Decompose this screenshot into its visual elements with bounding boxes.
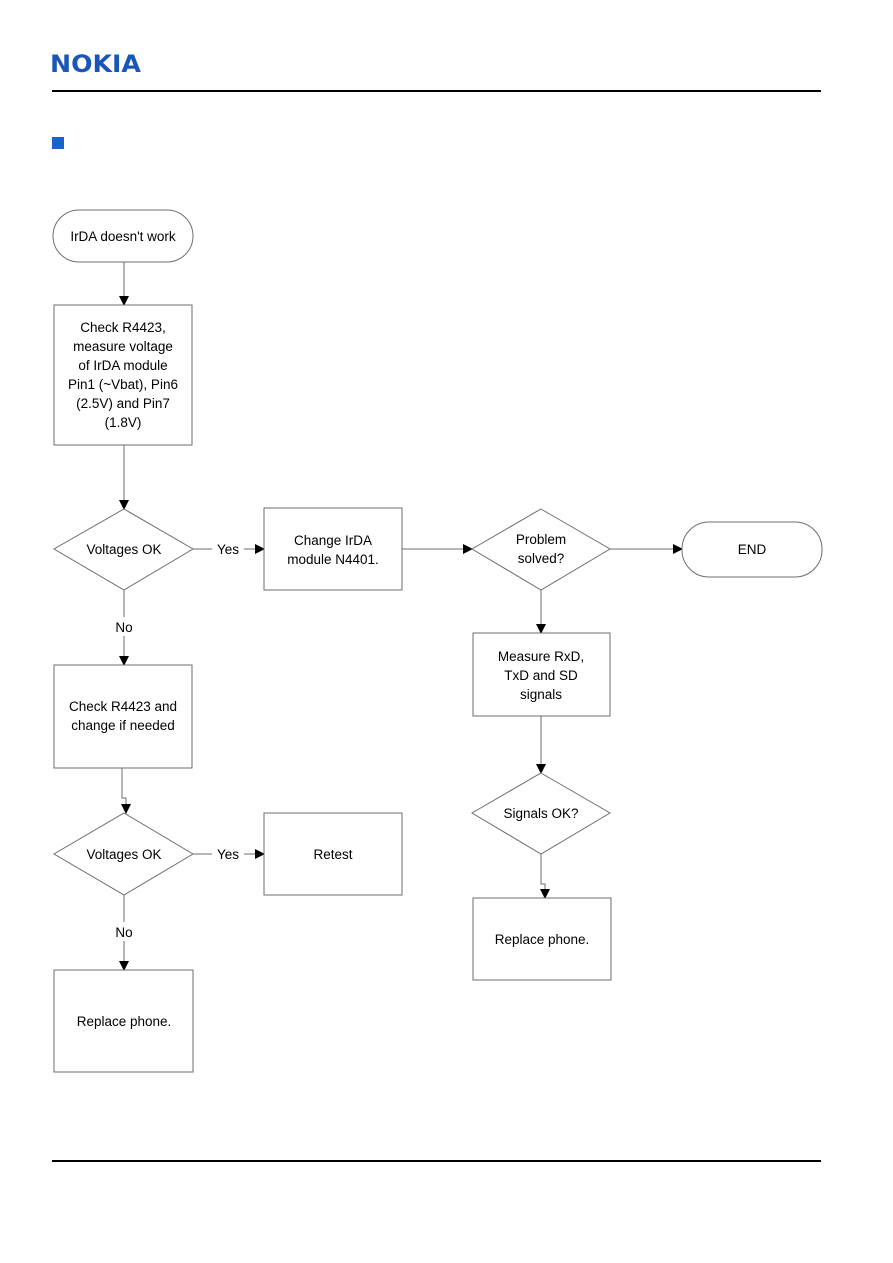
check-line-5: (2.5V) and Pin7 <box>76 396 170 411</box>
check-line-2: measure voltage <box>73 339 173 354</box>
check-change-line-1: Check R4423 and <box>69 699 177 714</box>
decision-voltages-ok-1: Voltages OK <box>53 508 194 591</box>
no-label-2: No <box>115 925 132 940</box>
decision-signals-ok: Signals OK? <box>471 772 611 855</box>
retest-label: Retest <box>313 847 352 862</box>
end-terminal: END <box>681 521 823 578</box>
check-voltage-box: Check R4423, measure voltage of IrDA mod… <box>53 304 193 446</box>
problem-line-2: solved? <box>518 551 565 566</box>
signals-ok-label: Signals OK? <box>503 806 578 821</box>
start-label: IrDA doesn't work <box>70 229 176 244</box>
replace-phone-box-right: Replace phone. <box>472 897 612 981</box>
check-change-box: Check R4423 and change if needed <box>53 664 193 769</box>
footer-rule <box>52 1160 821 1162</box>
measure-line-1: Measure RxD, <box>498 649 584 664</box>
connector-lines <box>119 262 683 971</box>
yes-label-2: Yes <box>217 847 239 862</box>
change-line-1: Change IrDA <box>294 533 372 548</box>
check-line-1: Check R4423, <box>80 320 166 335</box>
check-line-6: (1.8V) <box>105 415 142 430</box>
no-label-1: No <box>115 620 132 635</box>
measure-signals-box: Measure RxD, TxD and SD signals <box>472 632 611 717</box>
replace-right-label: Replace phone. <box>495 932 590 947</box>
replace-phone-box-left: Replace phone. <box>53 969 194 1073</box>
yes-label-1: Yes <box>217 542 239 557</box>
replace-left-label: Replace phone. <box>77 1014 172 1029</box>
check-line-4: Pin1 (~Vbat), Pin6 <box>68 377 178 392</box>
start-terminal: IrDA doesn't work <box>52 209 194 263</box>
end-label: END <box>738 542 767 557</box>
problem-line-1: Problem <box>516 532 566 547</box>
decision-problem-solved: Problem solved? <box>471 508 611 591</box>
header-rule <box>52 90 821 92</box>
measure-line-2: TxD and SD <box>504 668 578 683</box>
check-change-line-2: change if needed <box>71 718 175 733</box>
retest-box: Retest <box>263 812 403 896</box>
decision-voltages-ok-2: Voltages OK <box>53 812 194 896</box>
nokia-logo: NOKIA <box>50 50 141 78</box>
measure-line-3: signals <box>520 687 562 702</box>
section-marker-square <box>52 137 64 149</box>
change-module-box: Change IrDA module N4401. <box>263 507 403 591</box>
decision-2-label: Voltages OK <box>86 847 161 862</box>
decision-1-label: Voltages OK <box>86 542 161 557</box>
change-line-2: module N4401. <box>287 552 379 567</box>
check-line-3: of IrDA module <box>78 358 167 373</box>
